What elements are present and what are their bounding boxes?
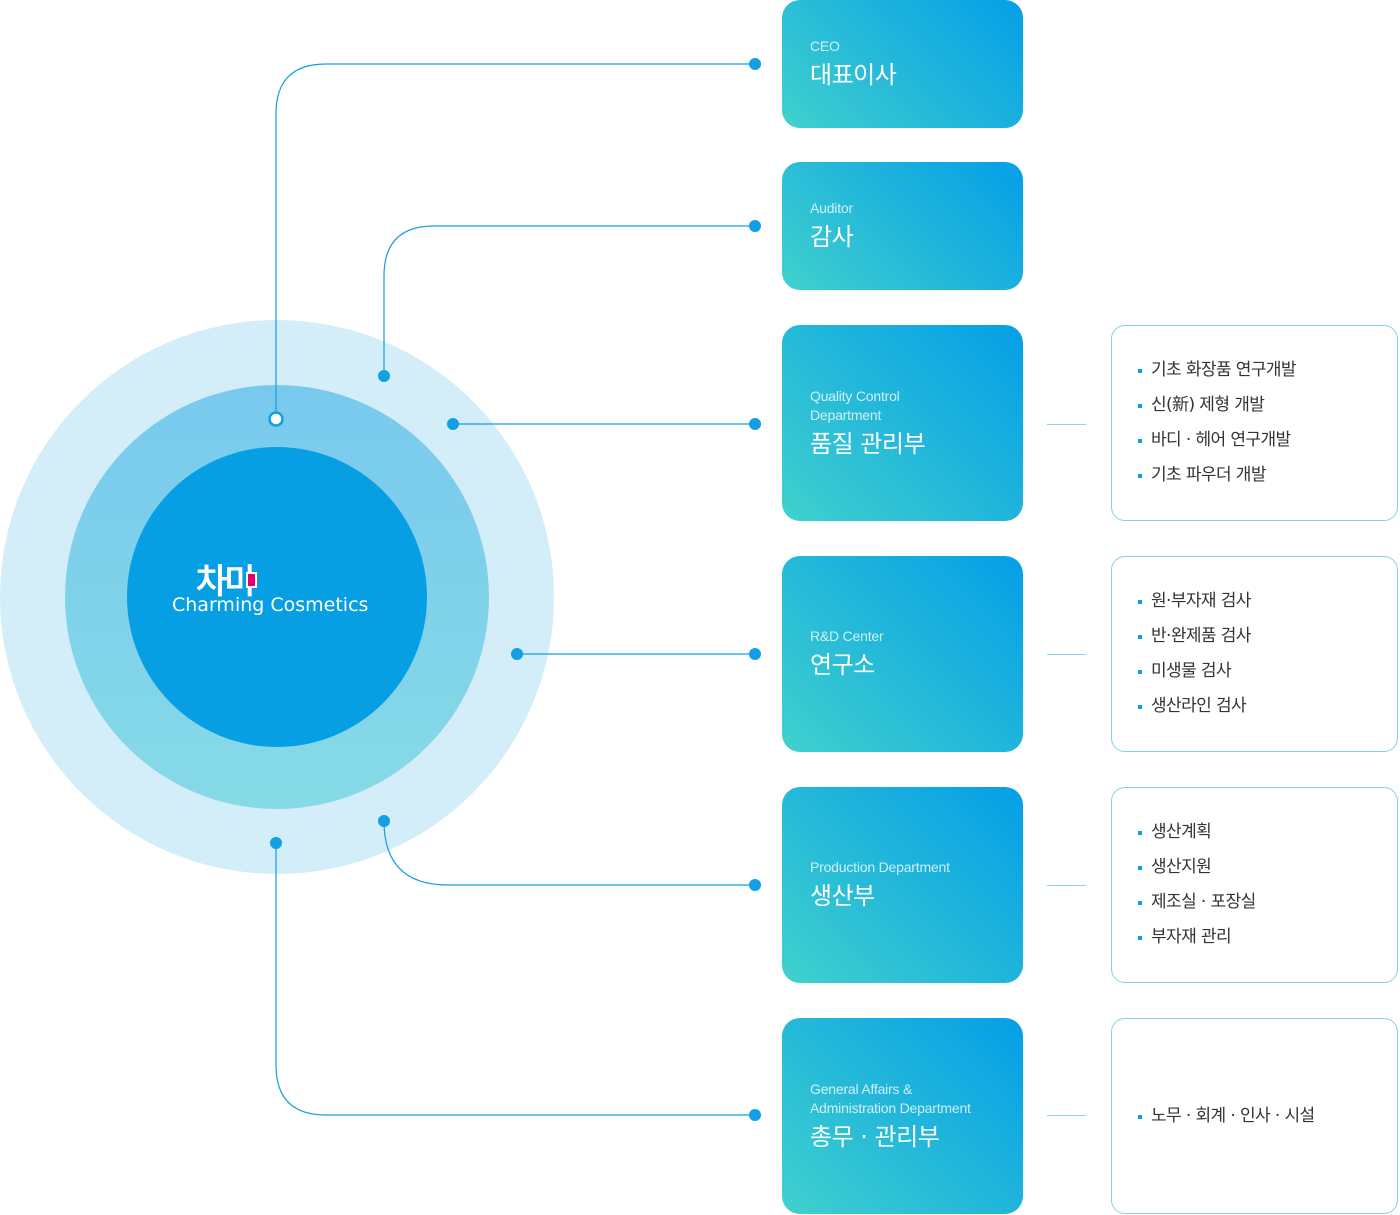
company-logo: 차미 Charming Cosmetics: [172, 562, 368, 616]
bullet-icon: [1138, 1114, 1142, 1119]
bullet-icon: [1138, 439, 1142, 443]
duty-text: 부자재 관리: [1151, 927, 1232, 947]
duty-text: 바디 · 헤어 연구개발: [1151, 430, 1291, 450]
end-dot-ceo: [749, 58, 761, 70]
dept-card-ceo: CEO 대표이사: [782, 0, 1023, 128]
duty-text: 미생물 검사: [1151, 661, 1232, 681]
duty-item: 신(新) 제형 개발: [1138, 388, 1397, 423]
dept-ko-label: 감사: [810, 223, 854, 251]
duty-item: 원·부자재 검사: [1138, 584, 1397, 619]
dept-en-label: R&D Center: [810, 628, 884, 644]
duty-item: 기초 파우더 개발: [1138, 458, 1397, 493]
end-dot-qc: [749, 418, 761, 430]
bullet-icon: [1138, 635, 1142, 639]
dept-ko-label: 총무 · 관리부: [810, 1122, 940, 1151]
duty-box-admin: 노무 · 회계 · 인사 · 시설: [1111, 1018, 1398, 1214]
duty-box-qc: 기초 화장품 연구개발 신(新) 제형 개발 바디 · 헤어 연구개발 기초 파…: [1111, 325, 1398, 521]
duty-text: 원·부자재 검사: [1151, 591, 1251, 611]
bullet-icon: [1138, 866, 1142, 870]
logo-korean: 차미: [196, 562, 253, 602]
dept-card-admin: General Affairs & Administration Departm…: [782, 1018, 1023, 1214]
duty-text: 기초 화장품 연구개발: [1151, 360, 1297, 380]
duty-text: 생산라인 검사: [1151, 696, 1247, 716]
end-dot-auditor: [749, 220, 761, 232]
connector-auditor: [383, 225, 755, 376]
duty-connector-admin: [1047, 1115, 1086, 1116]
end-dot-admin: [749, 1109, 761, 1121]
dept-card-rnd: R&D Center 연구소: [782, 556, 1023, 752]
origin-dot-ceo: [268, 411, 284, 427]
duty-text: 반·완제품 검사: [1151, 626, 1251, 646]
duty-item: 바디 · 헤어 연구개발: [1138, 423, 1397, 458]
bullet-icon: [1138, 369, 1142, 373]
dept-en-label: Quality Control Department: [810, 387, 900, 423]
duty-text: 기초 파우더 개발: [1151, 465, 1266, 485]
duty-text: 신(新) 제형 개발: [1151, 395, 1265, 415]
duty-item: 생산계획: [1138, 815, 1397, 850]
duty-box-rnd: 원·부자재 검사 반·완제품 검사 미생물 검사 생산라인 검사: [1111, 556, 1398, 752]
dept-ko-label: 품질 관리부: [810, 429, 926, 458]
duty-box-production: 생산계획 생산지원 제조실 · 포장실 부자재 관리: [1111, 787, 1398, 983]
bullet-icon: [1138, 831, 1142, 835]
dept-ko-label: 연구소: [810, 651, 875, 679]
origin-dot-rnd: [511, 648, 523, 660]
duty-text: 생산계획: [1151, 822, 1212, 842]
connector-admin: [275, 843, 755, 1116]
duty-text: 제조실 · 포장실: [1151, 892, 1256, 912]
duty-item: 제조실 · 포장실: [1138, 885, 1397, 920]
duty-item: 미생물 검사: [1138, 654, 1397, 689]
dept-en-label: Auditor: [810, 200, 853, 216]
dept-ko-label: 대표이사: [810, 61, 897, 89]
origin-dot-auditor: [378, 370, 390, 382]
connector-production: [383, 820, 755, 886]
core-circle: [127, 447, 427, 747]
dept-card-qc: Quality Control Department 품질 관리부: [782, 325, 1023, 521]
connector-ceo: [275, 63, 755, 419]
duty-item: 생산라인 검사: [1138, 689, 1397, 724]
dept-ko-label: 생산부: [810, 882, 875, 910]
duty-item: 부자재 관리: [1138, 920, 1397, 955]
duty-connector-production: [1047, 885, 1086, 886]
duty-item: 반·완제품 검사: [1138, 619, 1397, 654]
bullet-icon: [1138, 670, 1142, 674]
bullet-icon: [1138, 705, 1142, 709]
bullet-icon: [1138, 600, 1142, 604]
bullet-icon: [1138, 404, 1142, 408]
duty-item: 생산지원: [1138, 850, 1397, 885]
bullet-icon: [1138, 901, 1142, 905]
dept-en-label: CEO: [810, 38, 840, 54]
origin-dot-production: [378, 815, 390, 827]
end-dot-rnd: [749, 648, 761, 660]
end-dot-production: [749, 879, 761, 891]
duty-text: 생산지원: [1151, 857, 1212, 877]
duty-item: 노무 · 회계 · 인사 · 시설: [1138, 1099, 1397, 1134]
logo-accent-mark: [246, 572, 257, 588]
dept-card-production: Production Department 생산부: [782, 787, 1023, 983]
dept-en-label: General Affairs & Administration Departm…: [810, 1080, 971, 1116]
duty-text: 노무 · 회계 · 인사 · 시설: [1151, 1105, 1315, 1126]
duty-item: 기초 화장품 연구개발: [1138, 353, 1397, 388]
duty-connector-rnd: [1047, 654, 1086, 655]
dept-en-label: Production Department: [810, 859, 950, 875]
duty-connector-qc: [1047, 424, 1086, 425]
logo-english: Charming Cosmetics: [172, 594, 368, 616]
origin-dot-admin: [270, 837, 282, 849]
bullet-icon: [1138, 474, 1142, 478]
dept-card-auditor: Auditor 감사: [782, 162, 1023, 290]
bullet-icon: [1138, 936, 1142, 940]
origin-dot-qc: [447, 418, 459, 430]
